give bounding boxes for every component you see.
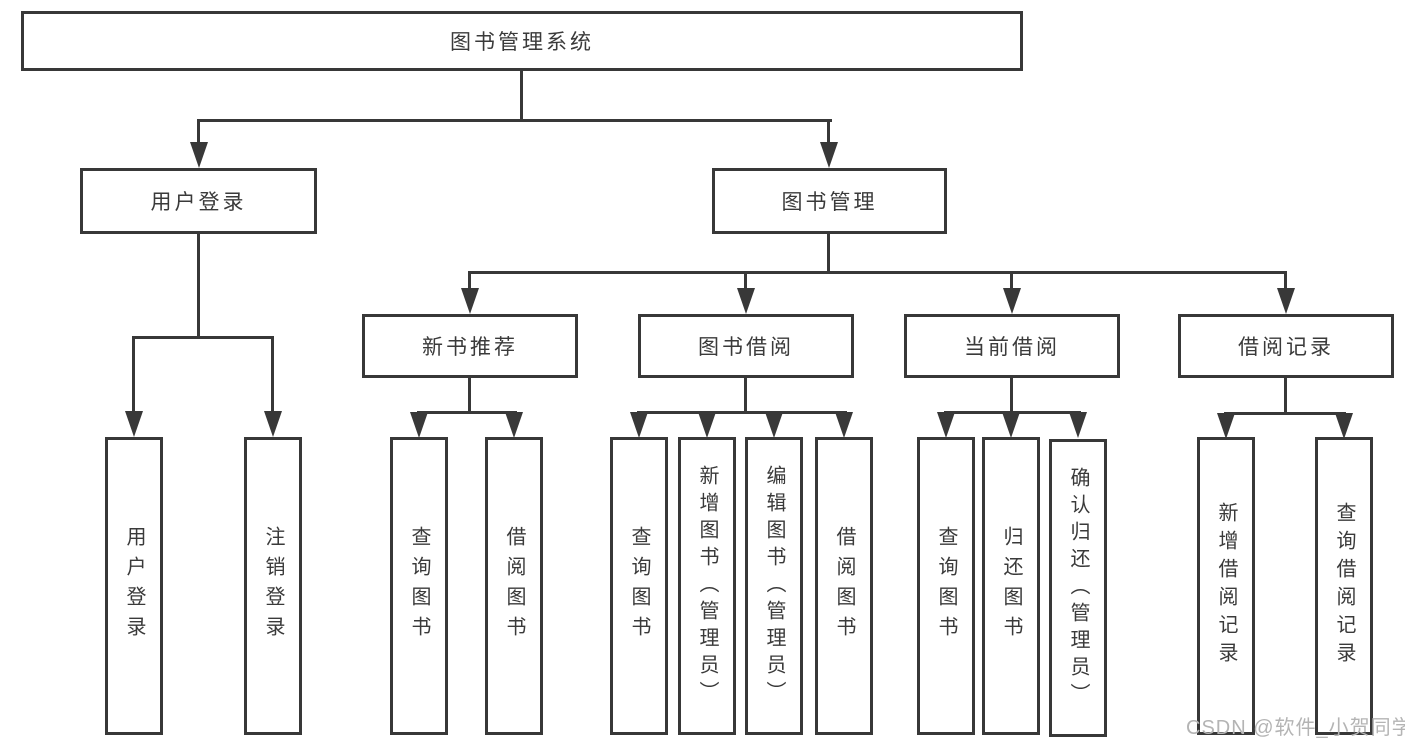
arrow-down-icon [461,288,479,314]
leaf-user-login: 用户登录 [105,437,163,735]
connector-line [637,411,847,414]
arrow-down-icon [125,411,143,437]
leaf-add-borrow-record-label: 新增借阅记录 [1215,502,1237,670]
connector-line [271,336,274,414]
arrow-down-icon [765,412,783,438]
connector-line [468,378,471,411]
leaf-add-borrow-record: 新增借阅记录 [1197,437,1255,735]
leaf-add-book-admin-label: 新增图书（管理员） [696,464,718,708]
leaf-borrow-book-under-new: 借阅图书 [485,437,543,735]
arrow-down-icon [410,412,428,438]
node-current-borrowing: 当前借阅 [904,314,1120,378]
connector-line [1284,271,1287,291]
connector-line [198,119,832,122]
leaf-add-book-admin: 新增图书（管理员） [678,437,736,735]
arrow-down-icon [1003,288,1021,314]
arrow-down-icon [937,412,955,438]
leaf-query-book-under-new-label: 查询图书 [408,526,430,646]
arrow-down-icon [698,412,716,438]
leaf-confirm-return-admin-label: 确认归还（管理员） [1067,466,1089,710]
leaf-return-book-label: 归还图书 [1000,526,1022,646]
connector-line [197,119,200,147]
connector-line [520,71,523,119]
node-borrow-records-label: 借阅记录 [1238,336,1334,359]
node-user-login: 用户登录 [80,168,317,234]
node-book-borrowing: 图书借阅 [638,314,854,378]
connector-line [1284,378,1287,414]
connector-line [197,234,200,336]
connector-line [468,271,1287,274]
leaf-query-book-under-borrowing-label: 查询图书 [628,526,650,646]
connector-line [744,378,747,411]
connector-line [417,411,517,414]
arrow-down-icon [820,142,838,168]
connector-line [827,119,830,147]
node-user-login-label: 用户登录 [150,191,247,214]
leaf-edit-book-admin-label: 编辑图书（管理员） [763,464,785,708]
arrow-down-icon [190,142,208,168]
csdn-watermark: CSDN @软件_小贺同学 [1186,717,1405,739]
leaf-query-book-under-current: 查询图书 [917,437,975,735]
arrow-down-icon [835,412,853,438]
leaf-borrow-book-under-new-label: 借阅图书 [503,526,525,646]
connector-line [744,271,747,291]
leaf-query-book-under-borrowing: 查询图书 [610,437,668,735]
leaf-query-borrow-record-label: 查询借阅记录 [1333,502,1355,670]
node-book-borrowing-label: 图书借阅 [698,336,794,359]
leaf-user-login-label: 用户登录 [123,526,145,646]
node-current-borrowing-label: 当前借阅 [964,336,1060,359]
connector-line [827,234,830,271]
node-book-management-label: 图书管理 [781,191,878,214]
node-root: 图书管理系统 [21,11,1023,71]
node-new-book-recommend: 新书推荐 [362,314,578,378]
arrow-down-icon [1002,412,1020,438]
arrow-down-icon [737,288,755,314]
leaf-logout-label: 注销登录 [262,526,284,646]
arrow-down-icon [505,412,523,438]
leaf-confirm-return-admin: 确认归还（管理员） [1049,439,1107,737]
arrow-down-icon [1277,288,1295,314]
leaf-query-book-under-current-label: 查询图书 [935,526,957,646]
leaf-query-book-under-new: 查询图书 [390,437,448,735]
leaf-query-borrow-record: 查询借阅记录 [1315,437,1373,735]
connector-line [1224,412,1346,415]
leaf-borrow-book: 借阅图书 [815,437,873,735]
connector-line [132,336,274,339]
leaf-borrow-book-label: 借阅图书 [833,526,855,646]
connector-line [468,271,471,291]
arrow-down-icon [264,411,282,437]
node-borrow-records: 借阅记录 [1178,314,1394,378]
arrow-down-icon [1217,413,1235,439]
arrow-down-icon [1069,412,1087,438]
arrow-down-icon [630,412,648,438]
leaf-edit-book-admin: 编辑图书（管理员） [745,437,803,735]
node-root-label: 图书管理系统 [450,31,594,54]
connector-line [1010,271,1013,291]
connector-line [132,336,135,414]
leaf-return-book: 归还图书 [982,437,1040,735]
arrow-down-icon [1335,413,1353,439]
leaf-logout: 注销登录 [244,437,302,735]
connector-line [1010,378,1013,411]
node-new-book-recommend-label: 新书推荐 [422,336,518,359]
node-book-management: 图书管理 [712,168,947,234]
